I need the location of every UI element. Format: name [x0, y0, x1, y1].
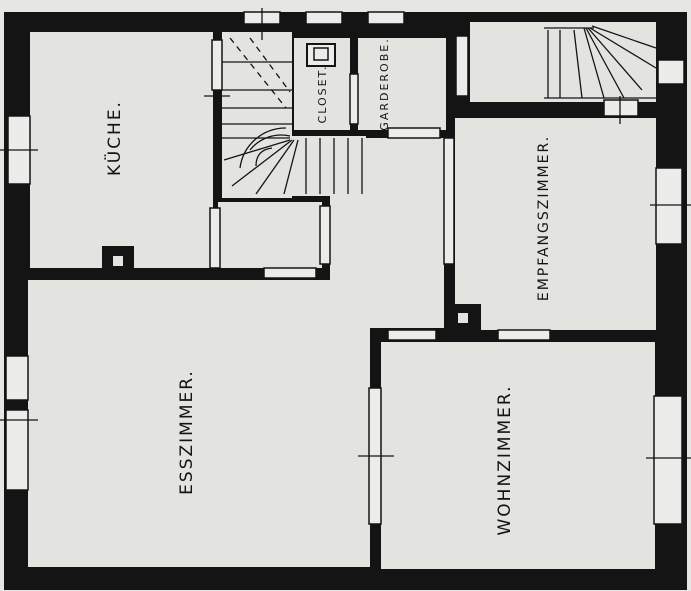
door-kitchen-pantry	[209, 207, 221, 269]
window-stair-right	[603, 99, 639, 117]
room-label-living: WOHNZIMMER.	[495, 384, 515, 535]
chimney-reception-flue	[458, 313, 468, 323]
door-kitchen-stair	[211, 39, 223, 91]
window-reception	[655, 167, 683, 245]
room-label-dining: ESSZIMMER.	[177, 369, 197, 495]
door-hall-reception	[443, 137, 455, 265]
floor-dining	[28, 280, 370, 567]
axis-ticks	[0, 8, 691, 459]
door-closet	[349, 73, 359, 125]
window-top-garderobe	[367, 11, 405, 25]
windows	[5, 11, 685, 525]
room-label-closet: CLOSET.	[316, 65, 329, 124]
main-staircase-icon	[222, 37, 363, 195]
floor-kitchen	[30, 32, 213, 268]
floor-living	[381, 342, 655, 569]
floor-upper-right	[470, 22, 656, 102]
door-garderobe	[387, 127, 441, 139]
room-label-reception: EMPFANGSZIMMER.	[536, 135, 552, 301]
floor-pantry	[218, 202, 322, 268]
door-reception-living	[497, 329, 551, 341]
window-living	[653, 395, 683, 525]
room-floors	[28, 22, 656, 569]
chimney-kitchen-flue	[113, 256, 123, 266]
door-dining-pantry	[263, 267, 317, 279]
chimneys	[102, 246, 481, 334]
closet-fixture-inner	[313, 47, 329, 61]
window-upper-right	[657, 59, 685, 85]
window-dining-1	[5, 355, 29, 401]
floor-reception	[455, 118, 656, 330]
window-top-closet	[305, 11, 343, 25]
floor-garderobe	[358, 38, 446, 130]
secondary-staircase-icon	[544, 25, 657, 99]
room-label-garderobe: GARDEROBE.	[378, 37, 391, 130]
window-dining-2	[5, 409, 29, 491]
floor-hall-lower	[330, 280, 370, 330]
door-reception-top	[455, 35, 469, 97]
room-label-kitchen: KÜCHE.	[103, 100, 125, 176]
door-hall-living	[387, 329, 437, 341]
door-hall-pantry	[319, 205, 331, 265]
